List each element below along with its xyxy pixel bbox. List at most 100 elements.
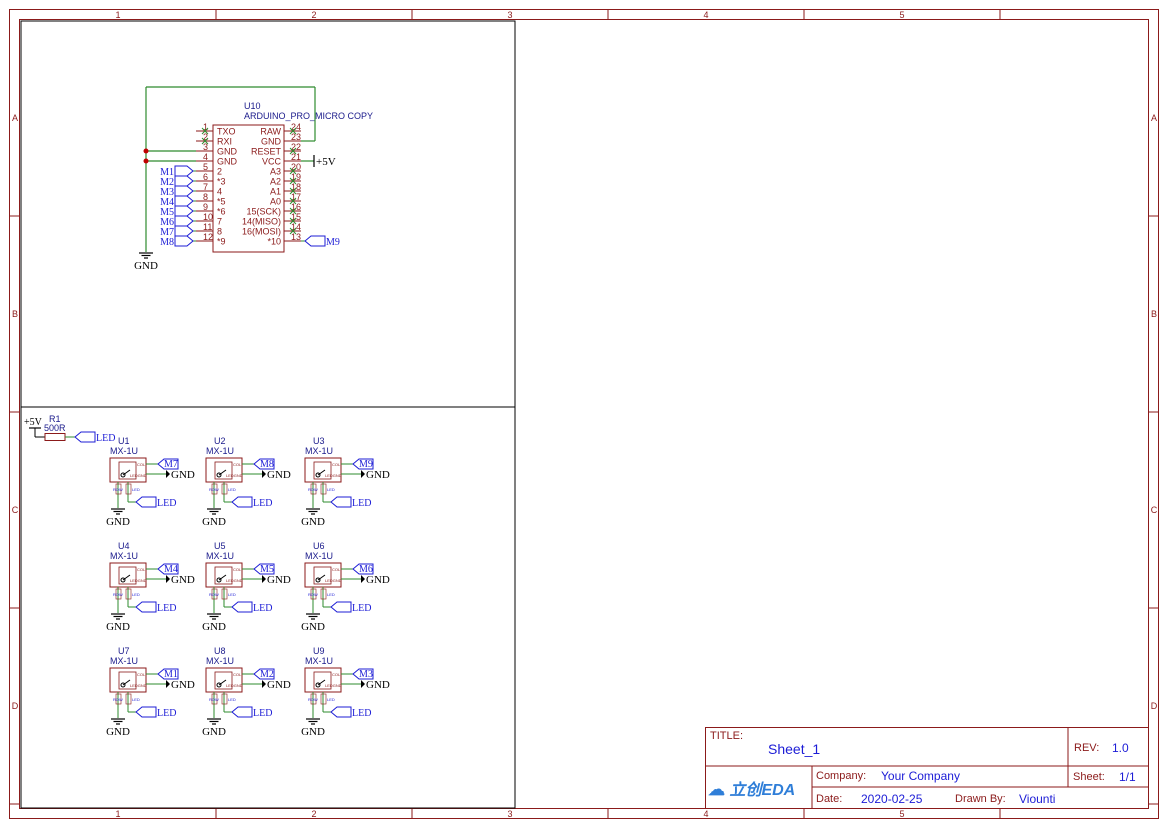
pin-number: 22 (291, 142, 301, 152)
net-port-col[interactable] (157, 563, 179, 575)
no-connect-mark (289, 127, 297, 135)
net-port-m7[interactable]: M7 (160, 225, 194, 238)
cloud-icon: ☁ (708, 780, 725, 799)
pin-box (211, 693, 218, 705)
net-port-arrow (174, 225, 194, 237)
pin-name: 7 (217, 217, 222, 227)
switch-pin-name: LED (228, 697, 236, 702)
net-port-arrow (352, 668, 374, 680)
pin-name: GND (217, 147, 238, 157)
switch-lever (218, 679, 227, 686)
gnd-arrow (262, 470, 266, 478)
panel-border (20, 20, 516, 809)
pin-number: 10 (203, 212, 213, 222)
line-segment (289, 197, 297, 205)
net-port-col[interactable] (253, 458, 275, 470)
switch-pin-name: ROW (308, 592, 318, 597)
ground-label: GND (106, 726, 130, 738)
net-port-arrow (74, 431, 96, 443)
net-port-m1[interactable]: M1 (160, 165, 194, 178)
net-port-led[interactable]: LED (135, 706, 176, 719)
net-port-m4[interactable]: M4 (160, 195, 194, 208)
pin-box (320, 483, 327, 495)
net-port-m3[interactable]: M3 (160, 185, 194, 198)
pin-name: 8 (217, 227, 222, 237)
switch-net-label: M1 (164, 669, 178, 680)
net-port-arrow (231, 496, 253, 508)
pin-name: *10 (267, 237, 281, 247)
pin-name: GND (261, 137, 282, 147)
net-port-label: M2 (160, 177, 174, 188)
net-port-led[interactable]: LED (231, 496, 272, 509)
net-port-led[interactable]: LED (330, 496, 371, 509)
mcu-pin-left: 9*6M5 (160, 202, 225, 218)
net-port-col[interactable] (253, 563, 275, 575)
mcu-pin-left: 8*5M4 (160, 192, 225, 208)
net-port-arrow (157, 458, 179, 470)
net-port-led[interactable]: LED (135, 601, 176, 614)
pin-number: 14 (291, 222, 301, 232)
switch-gnd-label: GND (366, 469, 390, 481)
pin-box (310, 693, 317, 705)
pin-box (115, 693, 122, 705)
switch-pin-name: COL (137, 462, 146, 467)
net-port-led[interactable]: LED (231, 706, 272, 719)
pin-number: 1 (203, 122, 208, 132)
net-port-col[interactable] (253, 668, 275, 680)
switch-contact (315, 472, 321, 478)
net-port-led[interactable]: LED (231, 601, 272, 614)
net-port-col[interactable] (352, 458, 374, 470)
net-port-m8[interactable]: M8 (160, 235, 194, 248)
net-port-led[interactable]: LED (330, 706, 371, 719)
switch-contact (120, 472, 126, 478)
net-port-led[interactable]: LED (330, 601, 371, 614)
column-label-top: 2 (311, 10, 316, 20)
net-port-led[interactable]: LED (74, 431, 115, 444)
pin-number: 9 (203, 202, 208, 212)
net-port-m5[interactable]: M5 (160, 205, 194, 218)
pin-name: *5 (217, 197, 226, 207)
switch-pin-name: LED (327, 592, 335, 597)
pin-box (115, 483, 122, 495)
net-port-arrow (253, 668, 275, 680)
net-port-arrow (352, 563, 374, 575)
pin-name: TXO (217, 127, 236, 137)
net-port-col[interactable] (352, 668, 374, 680)
net-port-col[interactable] (157, 458, 179, 470)
line-segment (289, 217, 297, 225)
switch-inner (118, 461, 137, 480)
switch-lever (317, 679, 326, 686)
ground-label: GND (106, 516, 130, 528)
switch-contact (216, 577, 222, 583)
net-port-label: M7 (160, 227, 174, 238)
pin-number: 12 (203, 232, 213, 242)
switch-pin-name: ROW (113, 592, 123, 597)
switch-inner (313, 671, 332, 690)
net-port-m9[interactable]: M9 (304, 235, 340, 248)
switch-gnd-label: GND (171, 679, 195, 691)
net-port-col[interactable] (352, 563, 374, 575)
column-label-bottom: 3 (507, 809, 512, 819)
net-port-col[interactable] (157, 668, 179, 680)
net-port-arrow (135, 601, 157, 613)
pin-name: A2 (270, 177, 281, 187)
net-port-led[interactable]: LED (135, 496, 176, 509)
net-port-m2[interactable]: M2 (160, 175, 194, 188)
net-port-m6[interactable]: M6 (160, 215, 194, 228)
switch-gnd-label: GND (366, 679, 390, 691)
